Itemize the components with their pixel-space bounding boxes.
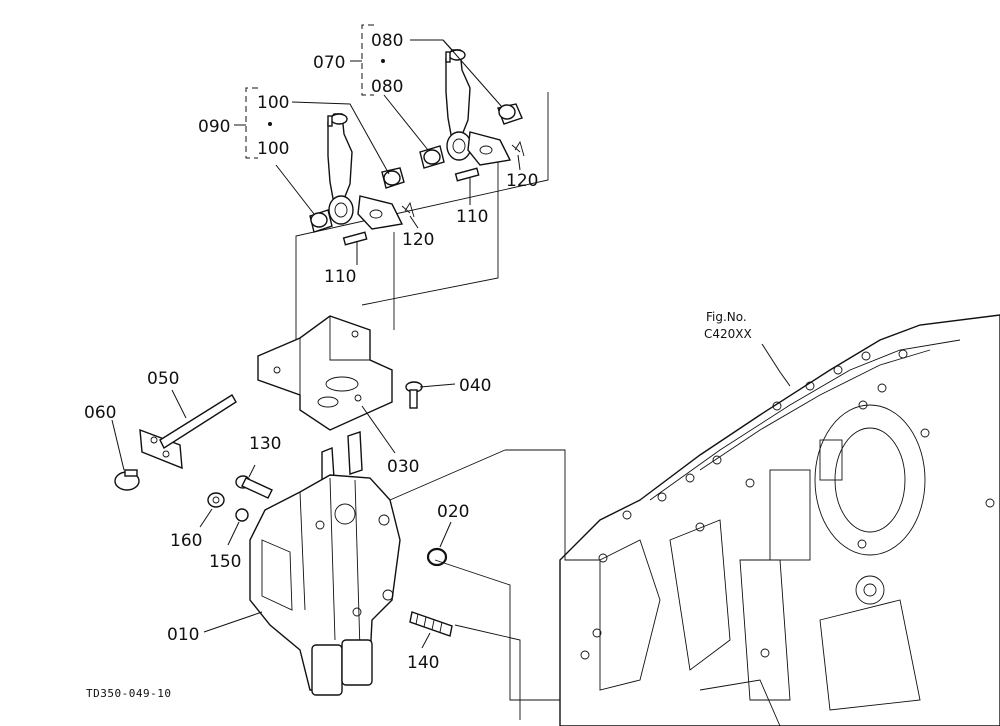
callout-labels: 080 070 080 100 090 100 120 110 120 110 … bbox=[84, 31, 538, 673]
callout-120-lower: 120 bbox=[402, 230, 434, 250]
stud-140 bbox=[409, 611, 453, 637]
callout-110-upper: 110 bbox=[456, 207, 488, 227]
bolt-060 bbox=[114, 469, 140, 491]
assembly-guide-lines bbox=[295, 92, 600, 720]
figure-ref-line1: Fig.No. bbox=[706, 310, 747, 324]
callout-080-lower: 080 bbox=[371, 77, 403, 97]
callout-160: 160 bbox=[170, 531, 202, 551]
callout-010: 010 bbox=[167, 625, 199, 645]
drawing-code: TD350-049-10 bbox=[86, 687, 171, 700]
callout-140: 140 bbox=[407, 653, 439, 673]
callout-150: 150 bbox=[209, 552, 241, 572]
transmission-housing bbox=[559, 314, 1000, 726]
callout-080-upper: 080 bbox=[371, 31, 403, 51]
bracket-group-070 bbox=[350, 24, 374, 96]
lever-assembly-070 bbox=[419, 49, 525, 182]
nut-160 bbox=[207, 492, 225, 508]
callout-070: 070 bbox=[313, 53, 345, 73]
callout-030: 030 bbox=[387, 457, 419, 477]
control-valve-010 bbox=[249, 431, 401, 696]
o-ring-020 bbox=[426, 547, 448, 567]
callout-120-upper: 120 bbox=[506, 171, 538, 191]
lever-assembly-090 bbox=[309, 113, 415, 246]
callout-110-lower: 110 bbox=[324, 267, 356, 287]
bolt-040 bbox=[405, 381, 423, 409]
pin-shaft-050 bbox=[139, 394, 237, 470]
washer-150 bbox=[235, 508, 249, 522]
bracket-group-090 bbox=[234, 87, 258, 159]
callout-020: 020 bbox=[437, 502, 469, 522]
figure-ref-line2: C420XX bbox=[704, 327, 752, 341]
callout-090: 090 bbox=[198, 117, 230, 137]
callout-100-lower: 100 bbox=[257, 139, 289, 159]
group-dot-070 bbox=[381, 59, 385, 63]
callout-130: 130 bbox=[249, 434, 281, 454]
group-dot-090 bbox=[268, 122, 272, 126]
figure-reference: Fig.No. C420XX bbox=[704, 310, 752, 341]
callout-040: 040 bbox=[459, 376, 491, 396]
bolt-130 bbox=[235, 475, 273, 499]
callout-060: 060 bbox=[84, 403, 116, 423]
leader-lines bbox=[111, 39, 791, 649]
housing-bolt-holes bbox=[580, 349, 995, 660]
callout-100-upper: 100 bbox=[257, 93, 289, 113]
callout-050: 050 bbox=[147, 369, 179, 389]
mounting-bracket-030 bbox=[257, 315, 393, 431]
